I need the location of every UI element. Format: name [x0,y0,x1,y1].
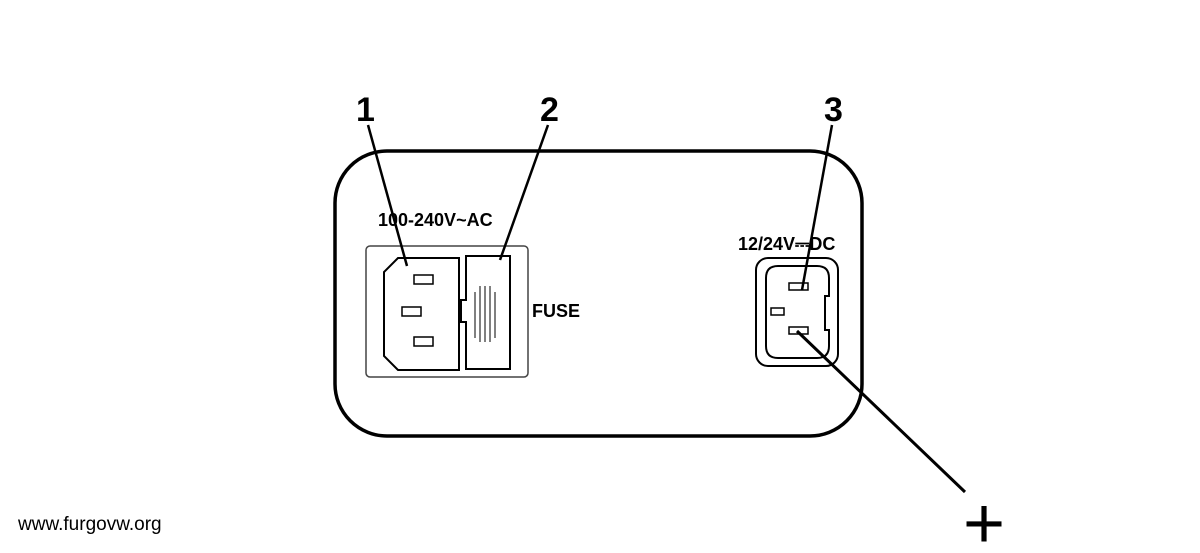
dc-socket-pin-top [788,282,809,291]
callout-number-2: 2 [540,91,559,129]
ac-inlet-module-frame [365,245,529,378]
dc-voltage-label: 12/24V⎓DC [738,234,835,254]
rear-panel-outline [333,149,864,438]
ac-socket-pin-middle [401,306,422,317]
ac-voltage-label: 100-240V~AC [378,210,493,230]
callout-2-leader-line [498,124,550,261]
dc-power-socket [765,265,830,359]
fuse-label: FUSE [532,301,580,321]
callout-3-leader-line [800,124,834,291]
ac-power-socket [383,257,460,371]
callout-1-leader-line [366,124,409,267]
callout-number-3: 3 [824,91,843,129]
fuse-holder [460,255,511,370]
website-watermark: www.furgovw.org [17,514,162,535]
dc-socket-pin-middle [770,307,785,316]
ac-socket-pin-top [413,274,434,285]
callout-number-1: 1 [356,91,375,129]
ac-socket-pin-bottom [413,336,434,347]
dc-socket-frame [755,257,839,367]
positive-polarity-symbol: + [963,484,1005,553]
positive-pin-leader-line [795,329,967,494]
